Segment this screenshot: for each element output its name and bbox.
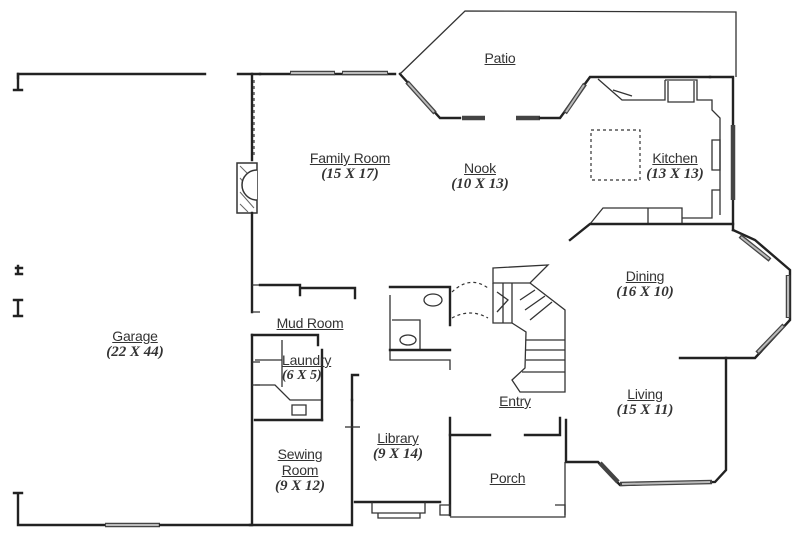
room-label-entry: Entry xyxy=(480,393,550,409)
room-name: Library xyxy=(377,430,419,446)
room-label-garage: Garage (22 X 44) xyxy=(90,328,180,361)
room-label-dining: Dining (16 X 10) xyxy=(600,268,690,301)
room-dimensions: (9 X 12) xyxy=(275,478,325,495)
staircase xyxy=(492,264,566,393)
room-label-family-room: Family Room (15 X 17) xyxy=(290,150,410,183)
room-label-laundry: Laundry (6 X 5) xyxy=(282,352,352,384)
room-dimensions: (16 X 10) xyxy=(616,284,674,301)
family-room-walls xyxy=(236,70,712,527)
room-label-kitchen: Kitchen (13 X 13) xyxy=(630,150,720,183)
library-porch-walls xyxy=(353,416,566,519)
room-name: Dining xyxy=(625,268,665,284)
room-label-mud-room: Mud Room xyxy=(265,315,355,331)
dining-bay xyxy=(564,228,792,487)
room-label-library: Library (9 X 14) xyxy=(358,430,438,463)
room-name: Porch xyxy=(489,470,526,486)
powder-room xyxy=(388,281,489,370)
mudroom-laundry-walls xyxy=(248,283,360,527)
room-name: Living xyxy=(627,386,663,402)
room-dimensions: (10 X 13) xyxy=(451,176,509,193)
room-name-line2: Room xyxy=(281,462,319,479)
room-name: Garage xyxy=(112,328,158,344)
room-name: Nook xyxy=(464,160,496,176)
room-dimensions: (15 X 17) xyxy=(321,166,379,183)
room-label-living: Living (15 X 11) xyxy=(600,386,690,419)
patio-outline xyxy=(399,10,737,77)
room-dimensions: (22 X 44) xyxy=(106,344,164,361)
room-dimensions: (6 X 5) xyxy=(282,368,322,384)
room-dimensions: (15 X 11) xyxy=(616,402,674,419)
room-name: Kitchen xyxy=(652,150,698,166)
room-label-porch: Porch xyxy=(475,470,540,486)
room-label-patio: Patio xyxy=(470,50,530,66)
room-name: Family Room xyxy=(309,150,391,166)
garage-walls xyxy=(12,72,252,528)
room-name: Entry xyxy=(499,393,531,409)
room-name: Patio xyxy=(484,50,516,66)
room-name: Mud Room xyxy=(276,315,344,331)
room-label-sewing-room: Sewing Room (9 X 12) xyxy=(260,446,340,495)
room-name-line1: Sewing xyxy=(277,446,323,462)
room-name: Laundry xyxy=(282,352,332,368)
room-dimensions: (13 X 13) xyxy=(646,166,704,183)
room-dimensions: (9 X 14) xyxy=(373,446,423,463)
kitchen-walls-counters xyxy=(568,75,736,242)
room-label-nook: Nook (10 X 13) xyxy=(440,160,520,193)
